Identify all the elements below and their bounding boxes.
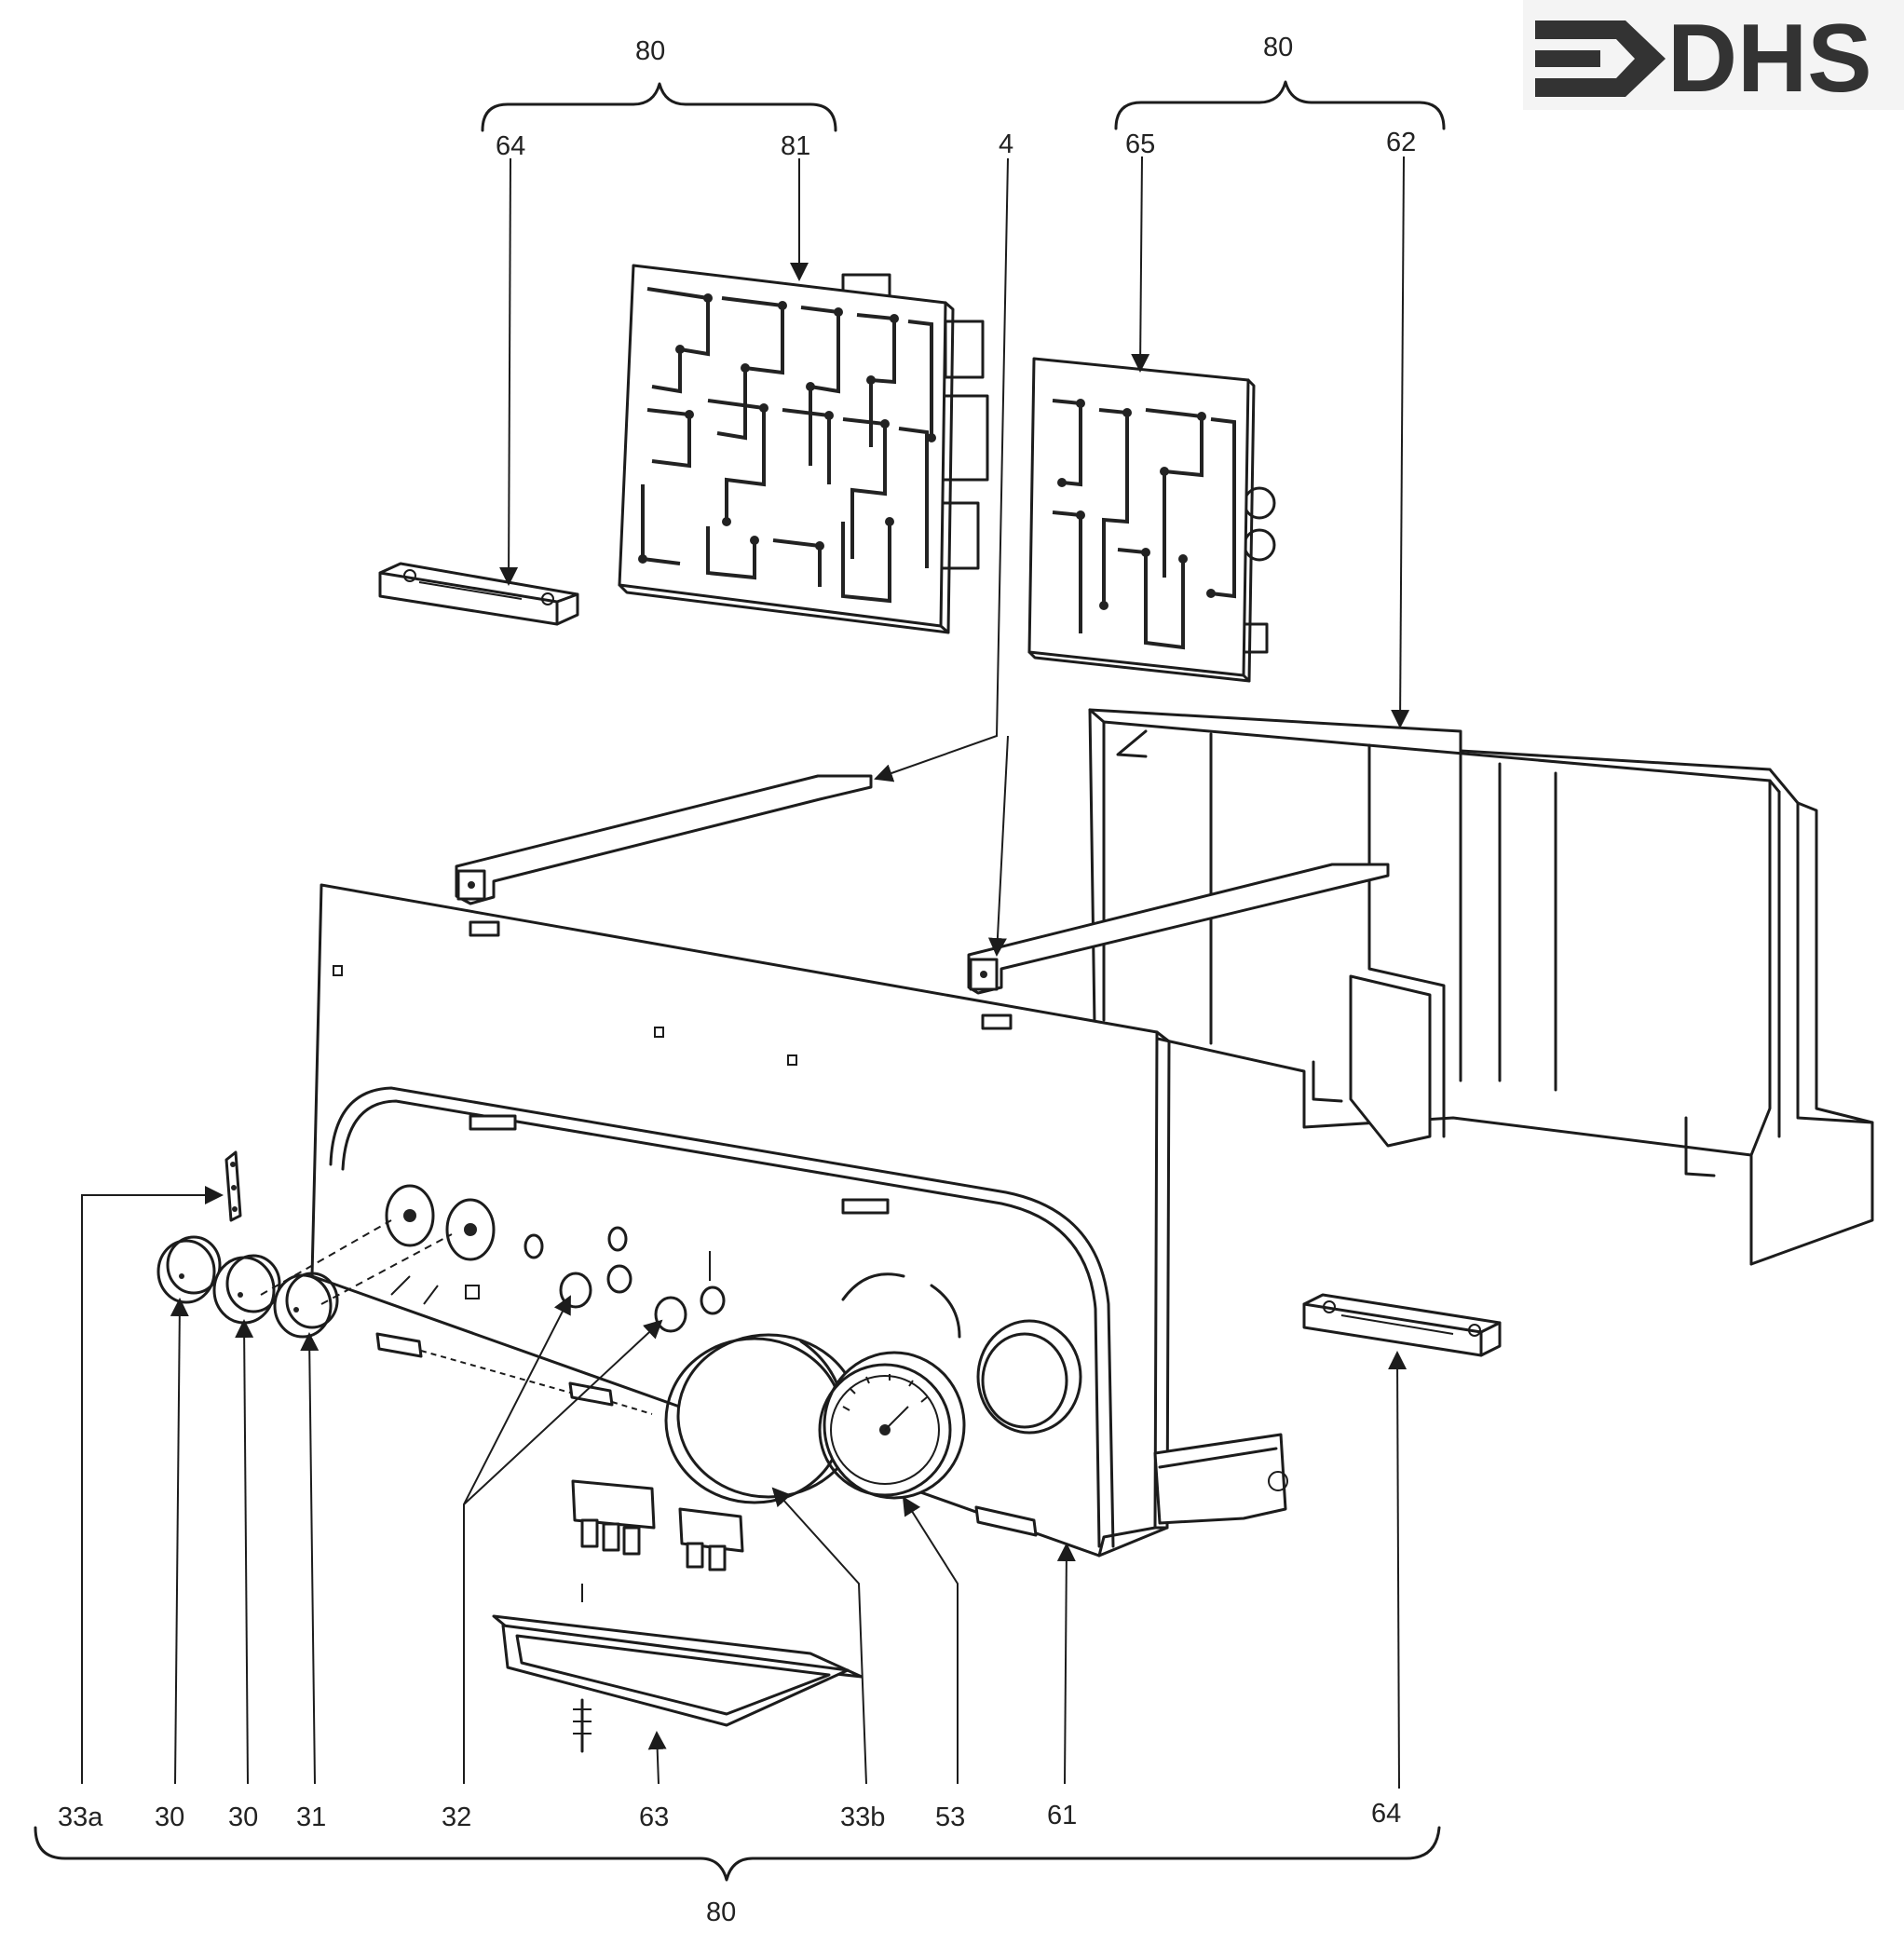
knob-30-left [156, 1235, 222, 1304]
label-53: 53 [935, 1803, 965, 1832]
terminal-blocks [571, 1479, 744, 1571]
circuit-board-81 [618, 264, 989, 634]
brace-top-right [1114, 80, 1446, 130]
circuit-board-65 [1027, 357, 1276, 683]
bracket-33a [224, 1150, 242, 1222]
label-30-a: 30 [155, 1803, 184, 1832]
gauge-hole-ring [841, 1272, 1082, 1435]
label-31: 31 [296, 1803, 326, 1832]
label-80-bottom: 80 [706, 1898, 736, 1927]
strap-4-right [967, 863, 1390, 995]
brace-bottom [34, 1826, 1441, 1882]
rear-casing-62 [1088, 708, 1874, 1266]
label-64-right: 64 [1371, 1799, 1401, 1829]
leader-lines [81, 156, 1410, 1789]
label-32: 32 [442, 1803, 471, 1832]
knob-30-right [212, 1254, 281, 1325]
label-33b: 33b [840, 1803, 885, 1832]
label-81: 81 [781, 131, 810, 161]
cable-clips [375, 1332, 1038, 1537]
bracket-64-right [1302, 1293, 1502, 1357]
bracket-64-top [378, 562, 579, 626]
cover-plate-63 [492, 1584, 864, 1753]
label-64-top: 64 [496, 131, 525, 161]
label-80-top-left: 80 [635, 36, 665, 66]
logo-text: DHS [1667, 5, 1872, 113]
label-63: 63 [639, 1803, 669, 1832]
brace-top-left [481, 82, 837, 132]
strap-4-left [455, 774, 873, 905]
rotary-discs [260, 1184, 544, 1305]
label-62: 62 [1386, 128, 1416, 157]
label-80-top-right: 80 [1263, 33, 1293, 62]
label-30-b: 30 [228, 1803, 258, 1832]
label-61: 61 [1047, 1801, 1077, 1830]
part-labels: 80 80 64 81 4 65 62 64 33a 30 30 31 32 6… [58, 33, 1416, 1927]
label-33a: 33a [58, 1803, 103, 1832]
label-65: 65 [1125, 129, 1155, 159]
label-4: 4 [999, 129, 1013, 159]
gauge-53 [818, 1351, 966, 1500]
dhs-logo: DHS [1523, 0, 1904, 113]
